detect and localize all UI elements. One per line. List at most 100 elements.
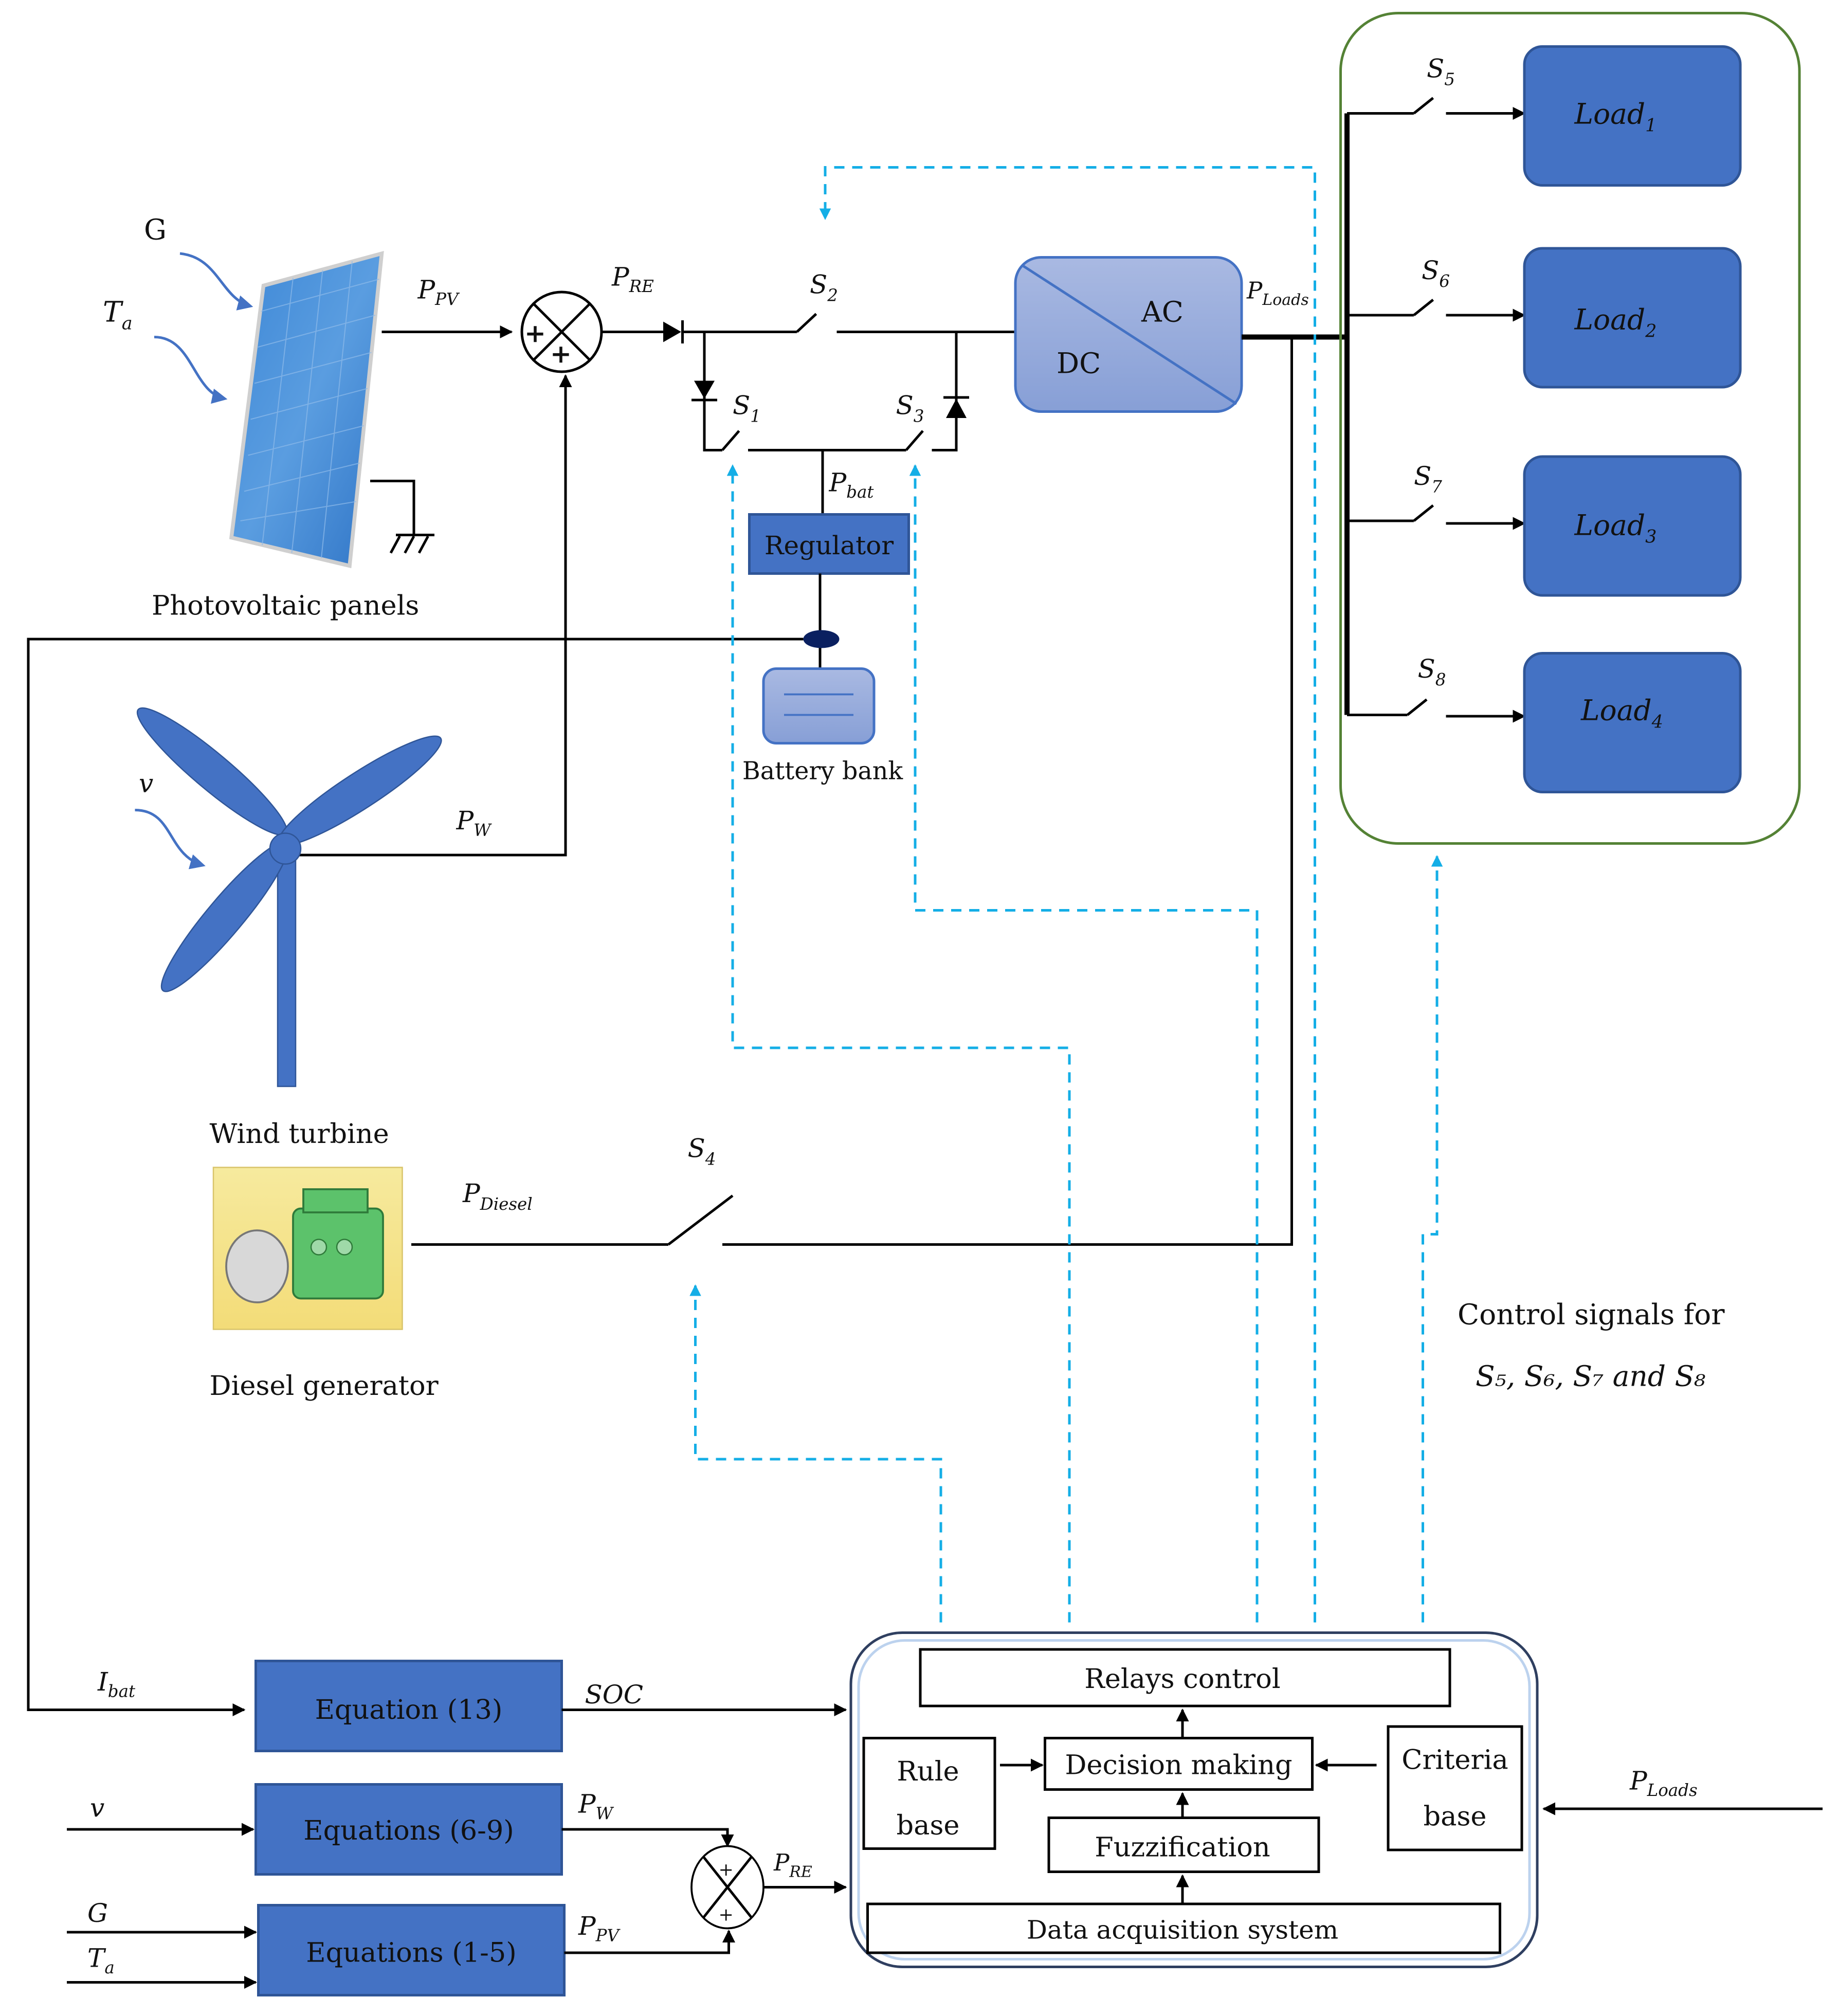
bottom-summing-junction: + + (690, 1845, 765, 1930)
regulator-label: Regulator (765, 531, 894, 560)
diode-icon (663, 320, 684, 344)
load-4-block (1523, 652, 1742, 793)
relays-control-label: Relays control (1084, 1663, 1280, 1695)
soc-label: SOC (585, 1680, 644, 1710)
switch-s8-label: S8 (1418, 654, 1446, 689)
load-branch-3: S7 Load3 (1347, 455, 1742, 597)
battery-bank-icon (762, 667, 876, 744)
wind-speed-arrow-icon (135, 809, 206, 869)
switch-s6-label: S6 (1422, 256, 1450, 291)
decision-making-label: Decision making (1065, 1750, 1292, 1781)
control-note-line1: Control signals for (1458, 1298, 1725, 1331)
svg-text:AC: AC (1141, 296, 1184, 329)
eq-v-label: v (90, 1793, 104, 1823)
load-1-label: Load1 (1574, 98, 1657, 136)
load-group-frame (1339, 12, 1801, 845)
switch-s8[interactable] (1406, 698, 1428, 716)
pre-label: PRE (611, 262, 654, 296)
equations-6-9-label: Equations (6-9) (303, 1815, 514, 1846)
pw-wire (285, 374, 572, 857)
eq-g-label: G (87, 1898, 108, 1928)
battery-bank-label: Battery bank (742, 757, 903, 786)
eq-pw-label: PW (578, 1789, 614, 1824)
switch-s2[interactable] (796, 313, 817, 333)
relays-control-block (919, 1648, 1451, 1708)
equation-13-block (254, 1660, 563, 1752)
switch-s4-label: S4 (688, 1134, 716, 1169)
load-branch-2: S6 Load2 (1347, 247, 1742, 389)
bottom-pre-label: PRE (773, 1849, 812, 1881)
switch-s4[interactable] (667, 1194, 734, 1246)
load-2-label: Load2 (1574, 303, 1657, 342)
wind-turbine-label: Wind turbine (210, 1118, 389, 1150)
load-3-label: Load3 (1574, 509, 1657, 548)
svg-text:+: + (550, 339, 572, 369)
rule-base-block (862, 1737, 996, 1850)
svg-text:+: + (719, 1905, 734, 1926)
pbat-label: Pbat (829, 468, 875, 502)
diesel-generator-label: Diesel generator (210, 1370, 439, 1402)
eq-ppv-label: PPV (578, 1911, 621, 1946)
criteria-base-label-2: base (1424, 1801, 1487, 1832)
data-acquisition-label: Data acquisition system (1027, 1915, 1338, 1945)
equation-13-label: Equation (13) (315, 1694, 503, 1726)
eq-ta-label: Ta (87, 1944, 115, 1978)
switch-s7[interactable] (1413, 504, 1434, 522)
pv-panel-icon (229, 250, 384, 569)
fuzzification-block (1047, 1817, 1320, 1873)
switch-s3[interactable] (905, 430, 924, 451)
ibat-label: Ibat (97, 1667, 136, 1701)
load-1-block (1523, 45, 1742, 187)
pv-label: Photovoltaic panels (152, 590, 419, 622)
criteria-base-block (1387, 1725, 1523, 1851)
controller-ploads-label: PLoads (1629, 1766, 1698, 1801)
load-branch-1: S5 Load1 (1347, 45, 1742, 187)
pdiesel-label: PDiesel (462, 1178, 533, 1214)
svg-text:+: + (719, 1860, 734, 1880)
wind-turbine-icon (136, 707, 442, 1087)
fuzzy-controller (849, 1631, 1539, 1968)
ground-icon (370, 480, 434, 554)
rule-base-label-1: Rule (897, 1756, 959, 1787)
temperature-arrow-icon (154, 336, 228, 404)
switch-s1[interactable] (721, 430, 740, 451)
svg-text:DC: DC (1057, 347, 1101, 380)
load-4-label: Load4 (1580, 694, 1663, 733)
battery-node-icon (803, 630, 840, 648)
control-note-line2: S₅, S₆, S₇ and S₈ (1476, 1360, 1705, 1393)
decision-making-block (1044, 1737, 1314, 1791)
load-3-block (1523, 455, 1742, 597)
ppv-label: PPV (417, 275, 461, 310)
irradiance-arrow-icon (179, 252, 253, 311)
ploads-label: PLoads (1246, 277, 1309, 310)
equations-6-9-block (254, 1783, 563, 1876)
switch-s3-label: S3 (896, 391, 924, 426)
pv-input-ta-label: Ta (103, 296, 133, 334)
pw-label: PW (456, 806, 493, 840)
fuzzification-label: Fuzzification (1095, 1832, 1270, 1863)
load-branch-4: S8 Load4 (1347, 652, 1742, 793)
ibat-wire (27, 638, 804, 1716)
switch-s2-label: S2 (810, 270, 838, 305)
svg-text:+: + (524, 318, 546, 349)
dc-ac-inverter-block: AC DC (1014, 256, 1243, 413)
diode-s1-icon (691, 380, 717, 402)
load-2-block (1523, 247, 1742, 389)
switch-s6[interactable] (1413, 299, 1434, 316)
wind-v-label: v (139, 769, 153, 798)
criteria-base-label-1: Criteria (1402, 1745, 1508, 1776)
control-signal-lines (689, 166, 1443, 1623)
regulator-block (748, 513, 910, 575)
switch-s1-label: S1 (733, 391, 761, 426)
renewable-summing-junction: + + (520, 290, 603, 373)
rule-base-label-2: base (897, 1810, 960, 1841)
diesel-generator-icon (212, 1167, 403, 1330)
switch-s7-label: S7 (1414, 461, 1442, 497)
switch-s5-label: S5 (1427, 54, 1455, 89)
equations-1-5-label: Equations (1-5) (306, 1937, 517, 1969)
data-acquisition-block (866, 1902, 1501, 1954)
switch-s5[interactable] (1413, 97, 1434, 115)
equations-1-5-block (257, 1904, 566, 1996)
pv-input-g-label: G (144, 213, 167, 246)
